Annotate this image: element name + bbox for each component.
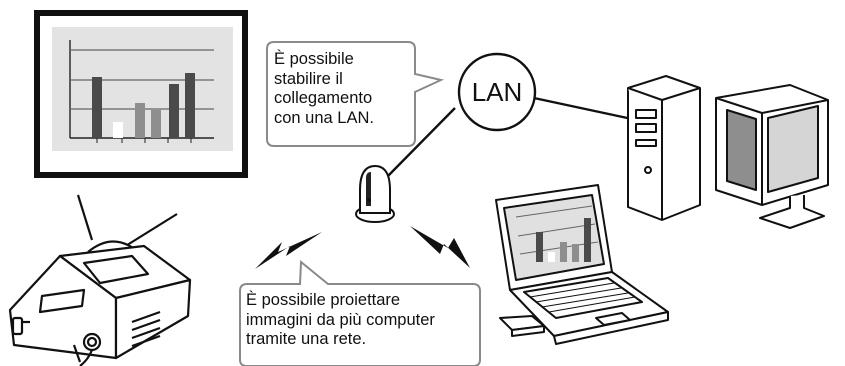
desktop-computer-icon [627,75,829,229]
lan-node-circle [457,52,537,132]
lightning-signal-icon [255,232,322,269]
projector-icon [8,194,192,366]
lan-label: LAN [471,77,523,107]
lan-cable [533,96,633,121]
callout-network-text: È possibile proiettare immagini da più c… [246,291,435,348]
lightning-signal-icon [410,226,470,268]
projection-screen-icon [34,10,248,178]
laptop-computer-icon [495,184,669,345]
callout-lan-bubble [266,41,445,147]
wireless-access-point-icon [355,107,456,223]
callout-lan-text: È possibile stabilire il collegamento co… [274,50,374,127]
